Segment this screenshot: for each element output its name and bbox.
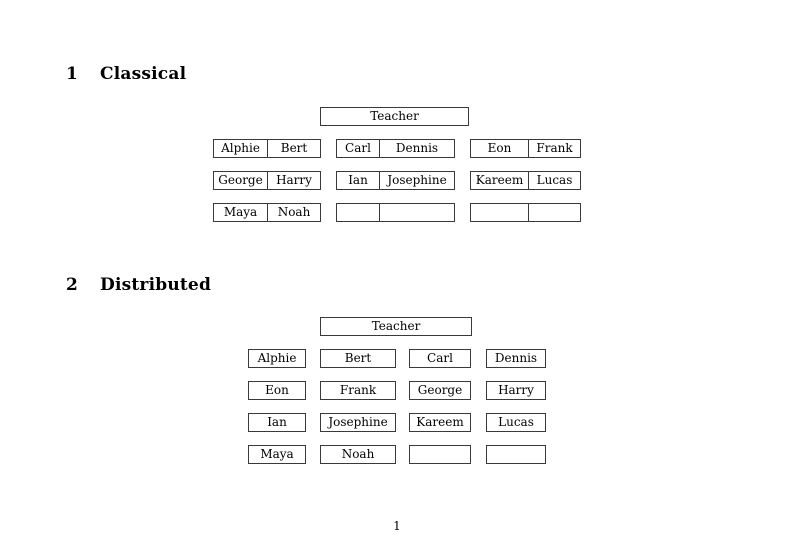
- student-cell: Eon: [248, 381, 306, 400]
- student-cell: Noah: [267, 203, 321, 222]
- student-cell: Alphie: [213, 139, 267, 158]
- student-cell: Noah: [320, 445, 396, 464]
- section-title: Classical: [100, 64, 187, 84]
- student-cell-empty: [379, 203, 455, 222]
- student-cell: George: [409, 381, 471, 400]
- student-row: Eon Frank George Harry: [248, 381, 548, 400]
- student-cell: Ian: [336, 171, 379, 190]
- student-cell-empty: [409, 445, 471, 464]
- student-cell-empty: [470, 203, 528, 222]
- student-pair-group-empty: [336, 203, 455, 222]
- student-cell: Dennis: [486, 349, 546, 368]
- student-cell: Dennis: [379, 139, 455, 158]
- student-pair-group: Maya Noah: [213, 203, 321, 222]
- student-cell: Ian: [248, 413, 306, 432]
- student-cell: Bert: [267, 139, 321, 158]
- student-cell: Alphie: [248, 349, 306, 368]
- teacher-box-distributed: Teacher: [320, 317, 472, 336]
- student-pair-group: Ian Josephine: [336, 171, 455, 190]
- teacher-box-classical: Teacher: [320, 107, 469, 126]
- student-pair-group: Eon Frank: [470, 139, 581, 158]
- student-cell: Frank: [320, 381, 396, 400]
- student-cell: Maya: [248, 445, 306, 464]
- student-pair-group: Kareem Lucas: [470, 171, 581, 190]
- student-cell: Lucas: [528, 171, 581, 190]
- student-cell: Kareem: [470, 171, 528, 190]
- student-cell-empty: [528, 203, 581, 222]
- student-cell: Harry: [486, 381, 546, 400]
- student-cell-empty: [486, 445, 546, 464]
- page-number: 1: [393, 519, 401, 533]
- section-title: Distributed: [100, 275, 212, 295]
- student-pair-group: George Harry: [213, 171, 321, 190]
- student-cell: Carl: [409, 349, 471, 368]
- student-cell: Carl: [336, 139, 379, 158]
- student-cell: Frank: [528, 139, 581, 158]
- student-row: Alphie Bert Carl Dennis: [248, 349, 548, 368]
- student-cell: Bert: [320, 349, 396, 368]
- student-cell: Eon: [470, 139, 528, 158]
- student-cell: George: [213, 171, 267, 190]
- student-pair-group-empty: [470, 203, 581, 222]
- section-heading-classical: 1 Classical: [66, 64, 186, 84]
- student-pair-group: Carl Dennis: [336, 139, 455, 158]
- section-heading-distributed: 2 Distributed: [66, 275, 211, 295]
- student-row: Ian Josephine Kareem Lucas: [248, 413, 548, 432]
- section-number: 2: [66, 275, 79, 295]
- student-cell: Kareem: [409, 413, 471, 432]
- student-cell: Lucas: [486, 413, 546, 432]
- student-row: Maya Noah: [248, 445, 548, 464]
- student-cell: Josephine: [379, 171, 455, 190]
- student-cell: Josephine: [320, 413, 396, 432]
- student-cell: Harry: [267, 171, 321, 190]
- section-number: 1: [66, 64, 79, 84]
- student-pair-group: Alphie Bert: [213, 139, 321, 158]
- student-cell: Maya: [213, 203, 267, 222]
- student-cell-empty: [336, 203, 379, 222]
